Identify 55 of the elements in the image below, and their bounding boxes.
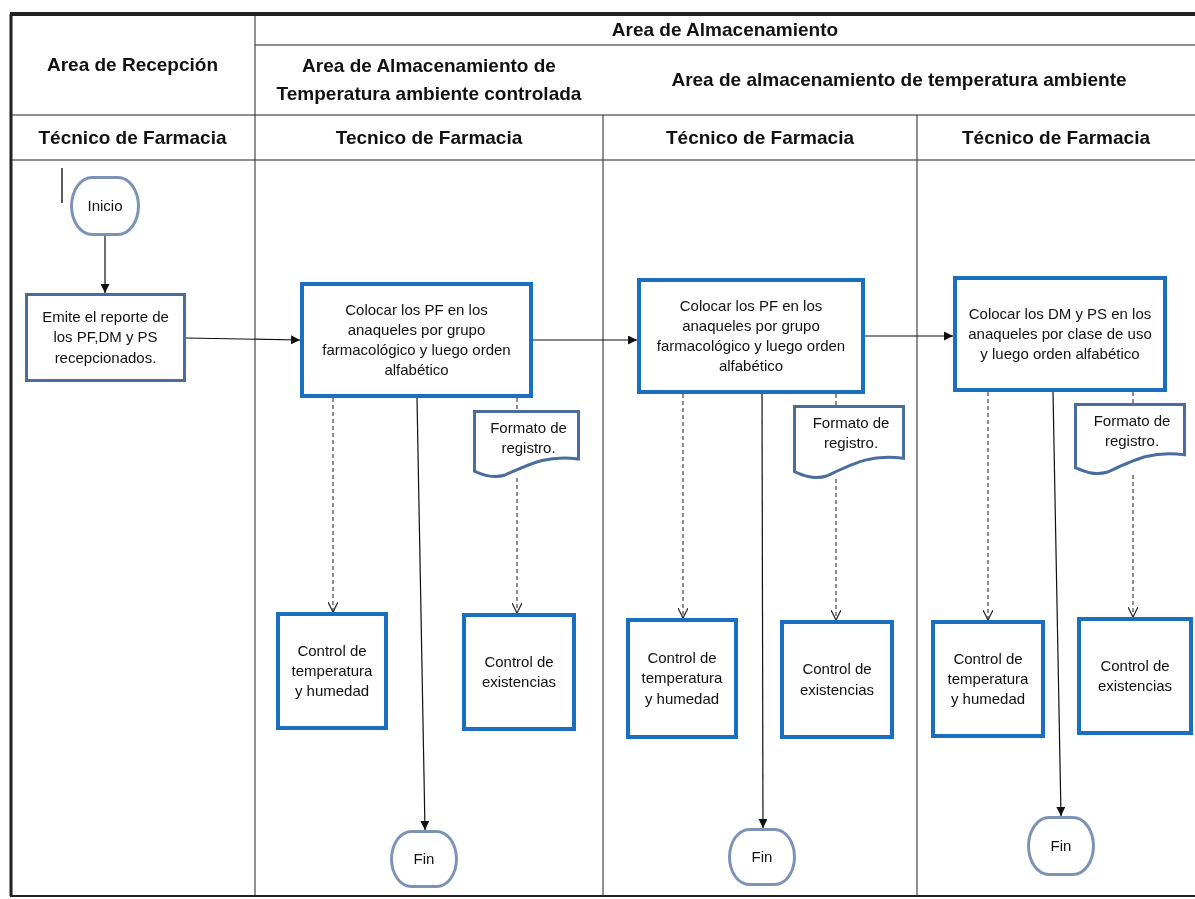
role-header: Tecnico de Farmacia	[334, 125, 524, 150]
node-text: Control de existencias	[480, 651, 558, 692]
arrow	[864, 331, 954, 341]
node-text: Colocar los DM y PS en los anaqueles por clase de uso y luego orden alfabético	[967, 303, 1153, 365]
arrow	[1052, 391, 1066, 817]
node-text: Fin	[413, 848, 435, 869]
node-text: Control de existencias	[1096, 655, 1174, 696]
arrow	[532, 335, 638, 345]
node-text: Control de temperatura y humedad	[640, 648, 724, 709]
arrow	[758, 393, 768, 829]
arrow	[185, 335, 301, 345]
terminator-shape	[390, 830, 458, 888]
arrow	[100, 235, 110, 294]
dashed-arrow	[982, 391, 994, 621]
area-header: Area de Recepción	[45, 52, 220, 77]
process-box	[1077, 617, 1193, 735]
dashed-arrow	[327, 397, 339, 613]
terminator-shape	[1027, 816, 1095, 876]
process-box	[276, 612, 388, 730]
document-shape	[793, 405, 905, 479]
node-text: Colocar los PF en los anaqueles por grupo farmacológico y luego orden alfabético	[655, 295, 847, 377]
role-header: Técnico de Farmacia	[37, 125, 228, 150]
area-header: Area de Almacenamiento	[610, 17, 840, 42]
terminator-shape	[70, 176, 140, 236]
process-box	[637, 278, 865, 394]
process-box	[462, 613, 576, 731]
node-text: Colocar los PF en los anaqueles por grupo farmacológico y luego orden alfabético	[321, 299, 512, 381]
area-header: Area de almacenamiento de temperatura ambiente	[670, 68, 1128, 93]
document-shape	[1074, 403, 1186, 475]
node-text: Fin	[751, 846, 773, 867]
node-text: Formato de registro.	[489, 418, 568, 459]
process-box	[25, 293, 186, 382]
area-header: Area de Almacenamiento de Temperatura ambiente controlada	[275, 54, 583, 106]
node-text: Inicio	[87, 195, 123, 216]
dashed-arrow	[511, 477, 523, 614]
role-header: Técnico de Farmacia	[961, 125, 1151, 150]
process-box	[626, 618, 738, 739]
node-text: Fin	[1050, 835, 1072, 856]
node-text: Control de temperatura y humedad	[290, 640, 374, 702]
node-text: Control de existencias	[798, 659, 876, 700]
document-shape	[473, 410, 580, 478]
node-text: Formato de registro.	[811, 413, 891, 454]
dashed-arrow	[830, 478, 842, 621]
process-box	[780, 620, 894, 739]
process-box	[300, 282, 533, 398]
terminator-shape	[728, 828, 796, 886]
process-box	[953, 276, 1167, 392]
node-text: Formato de registro.	[1092, 411, 1172, 452]
dashed-arrow	[1127, 474, 1139, 618]
node-text: Emite el reporte de los PF,DM y PS recepcionados.	[41, 307, 170, 368]
node-text: Control de temperatura y humedad	[946, 648, 1030, 710]
arrow	[416, 397, 430, 831]
role-header: Técnico de Farmacia	[665, 125, 855, 150]
process-box	[931, 620, 1045, 738]
dashed-arrow	[677, 393, 689, 619]
